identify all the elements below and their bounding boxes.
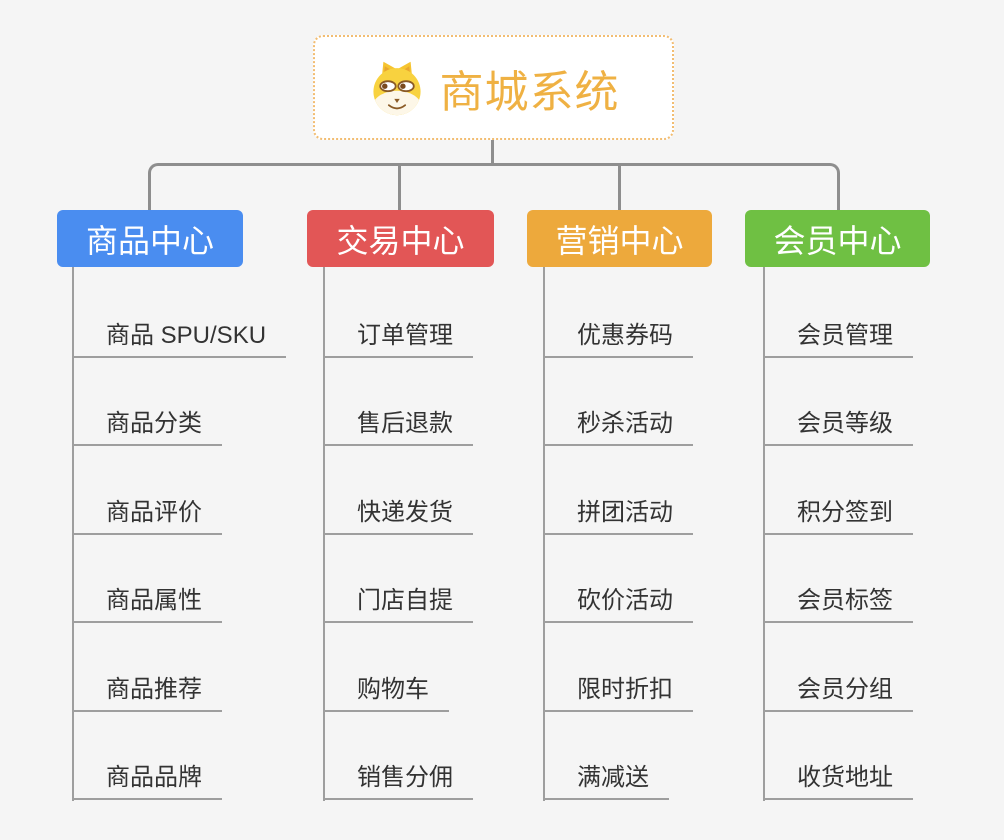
mindmap-item[interactable]: 会员管理 bbox=[763, 312, 913, 358]
mindmap-item[interactable]: 商品分类 bbox=[72, 400, 222, 446]
mindmap-item[interactable]: 秒杀活动 bbox=[543, 400, 693, 446]
root-node[interactable]: 商城系统 bbox=[313, 35, 674, 140]
connector-drop-trade bbox=[398, 163, 401, 210]
mindmap-item[interactable]: 门店自提 bbox=[323, 577, 473, 623]
mindmap-item[interactable]: 会员等级 bbox=[763, 400, 913, 446]
mindmap-item[interactable]: 商品品牌 bbox=[72, 754, 222, 800]
branch-node-product-center[interactable]: 商品中心 bbox=[57, 210, 243, 267]
connector-drop-marketing bbox=[618, 163, 621, 210]
connector-corner-left bbox=[148, 163, 164, 210]
mindmap-item[interactable]: 会员分组 bbox=[763, 666, 913, 712]
mindmap-item[interactable]: 收货地址 bbox=[763, 754, 913, 800]
mindmap-item[interactable]: 商品属性 bbox=[72, 577, 222, 623]
branch-label: 商品中心 bbox=[85, 222, 214, 259]
mindmap-item[interactable]: 售后退款 bbox=[323, 400, 473, 446]
mindmap-item[interactable]: 订单管理 bbox=[323, 312, 473, 358]
root-title: 商城系统 bbox=[439, 67, 620, 117]
mindmap-item[interactable]: 满减送 bbox=[543, 754, 669, 800]
mindmap-item[interactable]: 优惠券码 bbox=[543, 312, 693, 358]
branch-label: 营销中心 bbox=[555, 222, 684, 259]
mindmap-item[interactable]: 砍价活动 bbox=[543, 577, 693, 623]
connector-corner-right bbox=[824, 163, 840, 210]
branch-node-member-center[interactable]: 会员中心 bbox=[745, 210, 930, 267]
mindmap-item[interactable]: 限时折扣 bbox=[543, 666, 693, 712]
mindmap-item[interactable]: 购物车 bbox=[323, 666, 449, 712]
mindmap-item[interactable]: 会员标签 bbox=[763, 577, 913, 623]
branch-label: 会员中心 bbox=[773, 222, 902, 259]
connector-root-riser bbox=[491, 138, 494, 164]
branch-node-trade-center[interactable]: 交易中心 bbox=[307, 210, 494, 267]
branch-node-marketing-center[interactable]: 营销中心 bbox=[527, 210, 712, 267]
mindmap-item[interactable]: 销售分佣 bbox=[323, 754, 473, 800]
branch-label: 交易中心 bbox=[336, 222, 465, 259]
mindmap-item[interactable]: 拼团活动 bbox=[543, 489, 693, 535]
mindmap-item[interactable]: 商品推荐 bbox=[72, 666, 222, 712]
mindmap-item[interactable]: 快递发货 bbox=[323, 489, 473, 535]
mindmap-item[interactable]: 商品评价 bbox=[72, 489, 222, 535]
connector-horizontal-bar bbox=[160, 163, 828, 166]
mindmap-item[interactable]: 商品 SPU/SKU bbox=[72, 312, 287, 358]
dog-face-icon bbox=[372, 61, 421, 115]
mindmap-item[interactable]: 积分签到 bbox=[763, 489, 913, 535]
